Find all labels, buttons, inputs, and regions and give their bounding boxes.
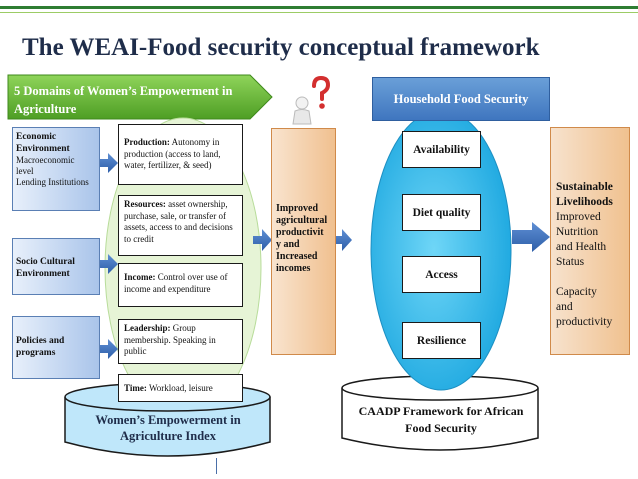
arrow-policies: [100, 339, 118, 359]
weai-line-1: Women’s Empowerment in: [95, 413, 241, 427]
outcomes-title: Livelihoods: [556, 196, 613, 208]
banner-line-1: 5 Domains of Women’s Empowerment in: [14, 84, 233, 98]
access-box: Access: [402, 256, 481, 293]
improved-line: Improved: [276, 203, 319, 214]
domain-leadership: Leadership: Group membership. Speaking i…: [118, 319, 243, 364]
weai-index-label: Women’s Empowerment in Agriculture Index: [75, 412, 261, 444]
outcome-line: Nutrition: [556, 226, 599, 238]
improved-incomes-text: Improved agricultural productivit y and …: [276, 203, 338, 275]
improved-incomes-box: [271, 128, 336, 355]
domain-text: Autonomy in production (access to land, …: [124, 137, 221, 170]
domain-label: Production:: [124, 137, 170, 147]
page-title: The WEAI-Food security conceptual framew…: [22, 34, 540, 61]
domain-income: Income: Control over use of income and e…: [118, 263, 243, 307]
domain-label: Resources:: [124, 199, 166, 209]
domain-label: Time:: [124, 383, 147, 393]
banner-line-2: Agriculture: [14, 102, 77, 116]
context-title: Socio Cultural Environment: [16, 257, 75, 279]
caadp-label: CAADP Framework for African Food Securit…: [343, 403, 539, 437]
domain-resources: Resources: asset ownership, purchase, sa…: [118, 195, 243, 256]
context-line: Macroeconomic: [16, 155, 75, 165]
context-line: Lending Institutions: [16, 177, 89, 187]
economic-environment-box: Economic Environment Macroeconomic level…: [12, 127, 100, 211]
improved-line: productivit: [276, 227, 324, 238]
outcome-line: Capacity: [556, 286, 597, 298]
domain-text: Group membership. Speaking in public: [124, 323, 216, 356]
diet-quality-box: Diet quality: [402, 194, 481, 231]
domain-production: Production: Autonomy in production (acce…: [118, 124, 243, 185]
outcome-line: productivity: [556, 316, 613, 328]
domain-time: Time: Workload, leisure: [118, 374, 243, 402]
arrow-to-food-security: [336, 229, 352, 251]
top-border-thin: [0, 12, 638, 13]
top-border: [0, 6, 638, 9]
question-person-icon: [292, 75, 331, 125]
outcomes-box: [550, 127, 630, 355]
bottom-tick: [216, 458, 217, 474]
domain-text: Control over use of income and expenditu…: [124, 272, 228, 294]
context-title: Economic Environment: [16, 132, 70, 154]
policies-box: Policies and programs: [12, 316, 100, 379]
arrow-economic: [100, 153, 118, 173]
context-line: level: [16, 166, 34, 176]
caadp-line-2: Food Security: [405, 421, 477, 435]
improved-line: incomes: [276, 263, 311, 274]
improved-line: y and: [276, 239, 300, 250]
household-food-security-box: Household Food Security: [372, 77, 550, 121]
outcome-line: Status: [556, 256, 585, 268]
outcome-spacer: [556, 270, 630, 285]
improved-line: Increased: [276, 251, 318, 262]
domain-text: asset ownership, purchase, sale, or tran…: [124, 199, 233, 244]
domain-text: Workload, leisure: [148, 383, 213, 393]
arrow-to-outcomes: [512, 222, 550, 252]
domain-label: Leadership:: [124, 323, 171, 333]
outcomes-title: Sustainable: [556, 181, 613, 193]
outcome-line: and: [556, 301, 573, 313]
domain-label: Income:: [124, 272, 156, 282]
resilience-box: Resilience: [402, 322, 481, 359]
socio-cultural-box: Socio Cultural Environment: [12, 238, 100, 295]
outcome-line: and Health: [556, 241, 607, 253]
outcomes-text: Sustainable Livelihoods Improved Nutriti…: [556, 180, 630, 330]
outcome-line: Improved: [556, 211, 601, 223]
availability-box: Availability: [402, 131, 481, 168]
weai-line-2: Agriculture Index: [120, 429, 216, 443]
improved-line: agricultural: [276, 215, 328, 226]
arrow-socio: [100, 254, 118, 274]
context-title: Policies and programs: [16, 336, 65, 358]
domains-banner: 5 Domains of Women’s Empowerment in Agri…: [14, 82, 244, 118]
caadp-line-1: CAADP Framework for African: [358, 404, 524, 418]
banner-arrow: [7, 74, 273, 120]
arrow-to-improved: [253, 229, 272, 251]
